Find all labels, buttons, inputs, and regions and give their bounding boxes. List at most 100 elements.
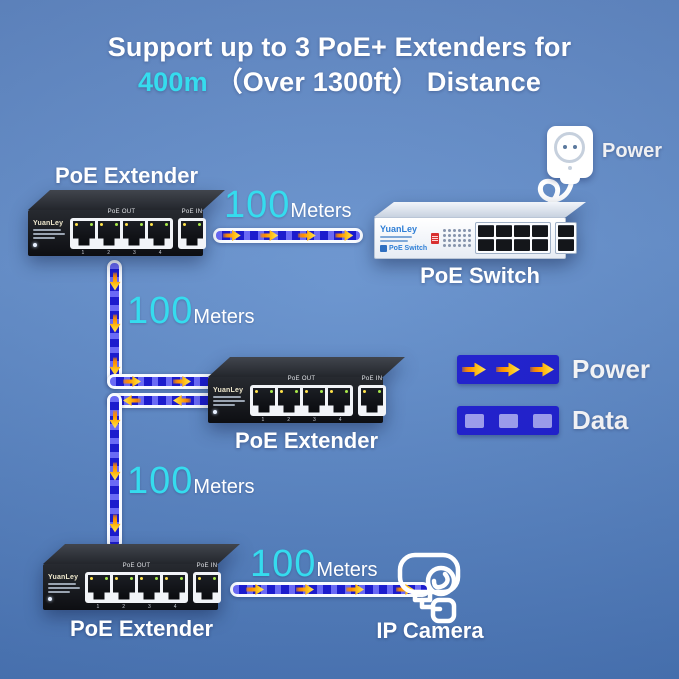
power-arrow-icon xyxy=(246,584,264,595)
extender2-label: PoE Extender xyxy=(234,428,379,453)
device-top-face xyxy=(374,202,586,217)
legend-data-label: Data xyxy=(572,405,629,435)
port-number: 2 xyxy=(122,603,126,610)
power-led xyxy=(33,242,37,247)
device-info-block: YuanLey xyxy=(33,220,65,247)
spec-text-bar xyxy=(48,586,80,589)
port-number: 1 xyxy=(96,603,100,610)
rj45-port xyxy=(196,574,218,600)
badge-text: PoE Switch xyxy=(389,244,428,252)
rj45-port xyxy=(478,225,495,237)
power-plug xyxy=(560,170,580,184)
poe-out-port-group: PoE OUT 1 2 3 4 xyxy=(70,209,173,255)
rj45-port xyxy=(88,574,110,600)
outlet-screw xyxy=(568,166,572,170)
rj45-port xyxy=(514,239,531,251)
title-line2-rest: （Over 1300ft） Distance xyxy=(215,67,542,97)
distance-unit: Meters xyxy=(193,476,255,498)
rj45-port xyxy=(181,220,203,246)
port-numbers: 1 2 3 4 xyxy=(70,249,173,256)
rj45-port xyxy=(253,387,275,413)
uplink-port-grid xyxy=(555,222,578,254)
distance-value: 100 xyxy=(224,184,291,226)
device-top-face xyxy=(208,357,405,377)
port-number: 3 xyxy=(132,249,136,256)
power-arrow-icon xyxy=(297,230,316,241)
distance-unit: Meters xyxy=(193,306,255,328)
distance-label-4: 100 Meters xyxy=(250,545,378,583)
title-highlight-400m: 400m xyxy=(137,67,208,97)
spec-text-bar xyxy=(380,235,412,238)
spec-text-bar xyxy=(213,395,241,398)
cable-vertical-2 xyxy=(107,393,122,550)
power-arrow-icon xyxy=(530,362,554,377)
title-line1: Support up to 3 PoE+ Extenders for xyxy=(107,32,572,62)
device-front-face: YuanLey PoE OUT 1 2 3 4 Po xyxy=(28,209,206,256)
spec-text-bar xyxy=(213,399,245,402)
brand-logo: YuanLey xyxy=(48,573,79,581)
brand-logo: YuanLey xyxy=(380,223,418,234)
poe-in-port-group: PoE IN xyxy=(358,376,386,416)
extender1-label: PoE Extender xyxy=(54,163,199,188)
port-number: 1 xyxy=(261,416,265,423)
power-led xyxy=(48,596,52,601)
rj45-port xyxy=(514,225,531,237)
poe-extender-1: YuanLey PoE OUT 1 2 3 4 Po xyxy=(28,190,225,256)
power-led xyxy=(213,409,217,414)
spec-text-bar xyxy=(48,590,70,593)
power-source-label: Power xyxy=(602,140,663,162)
cable-core xyxy=(233,585,427,594)
rj45-port xyxy=(73,220,95,246)
power-arrow-icon xyxy=(173,376,191,387)
power-outlet-icon xyxy=(547,126,593,184)
port-number: 3 xyxy=(312,416,316,423)
ip-camera-icon xyxy=(397,552,461,624)
poe-in-port-group: PoE IN xyxy=(193,563,221,603)
poe-in-port-group: PoE IN xyxy=(178,209,206,249)
port-number: 1 xyxy=(81,249,85,256)
power-arrow-icon xyxy=(296,584,314,595)
rj45-port xyxy=(163,574,185,600)
port-number: 4 xyxy=(338,416,342,423)
poe-out-label: PoE OUT xyxy=(107,208,136,215)
rj45-port xyxy=(558,239,575,251)
brand-logo: YuanLey xyxy=(33,219,64,227)
data-block-icon xyxy=(532,413,552,428)
switch-port-grid xyxy=(475,222,552,254)
rj45-port xyxy=(113,574,135,600)
distance-label-1: 100 Meters xyxy=(224,186,352,224)
port-number: 4 xyxy=(173,603,177,610)
distance-label-3: 100 Meters xyxy=(127,462,255,500)
legend-power-label: Power xyxy=(572,354,651,384)
device-top-face xyxy=(28,190,225,210)
power-arrow-icon xyxy=(260,230,279,241)
rj45-port xyxy=(532,239,549,251)
port-number: 3 xyxy=(147,603,151,610)
cable-core xyxy=(216,231,360,240)
port-numbers: 1 2 3 4 xyxy=(85,603,188,610)
distance-value: 100 xyxy=(127,460,194,502)
distance-value: 100 xyxy=(250,543,317,585)
spec-text-bar xyxy=(33,228,61,231)
badge-icon xyxy=(380,244,387,252)
rj45-port xyxy=(361,387,383,413)
rj45-port xyxy=(98,220,120,246)
device-front-face: YuanLey PoE OUT 1 2 3 4 Po xyxy=(43,563,221,610)
poe-switch: YuanLey PoE Switch xyxy=(374,202,586,259)
cable-vertical-1 xyxy=(107,260,122,388)
rj45-port xyxy=(123,220,145,246)
camera-label: IP Camera xyxy=(376,618,484,643)
rj45-port xyxy=(496,239,513,251)
spec-text-bar xyxy=(33,236,55,239)
outlet-ring xyxy=(554,132,585,163)
device-front-face: YuanLey PoE Switch xyxy=(374,217,578,259)
poe-in-label: PoE IN xyxy=(181,208,203,215)
poe-out-port-group: PoE OUT 1 2 3 4 xyxy=(250,376,353,422)
rj45-port xyxy=(138,574,160,600)
led-indicator-grid xyxy=(443,229,472,247)
poe-extender-3: YuanLey PoE OUT 1 2 3 4 Po xyxy=(43,544,240,610)
spec-text-bar xyxy=(213,403,235,406)
outlet-hole-left xyxy=(563,145,567,149)
outlet-hole-right xyxy=(573,145,577,149)
